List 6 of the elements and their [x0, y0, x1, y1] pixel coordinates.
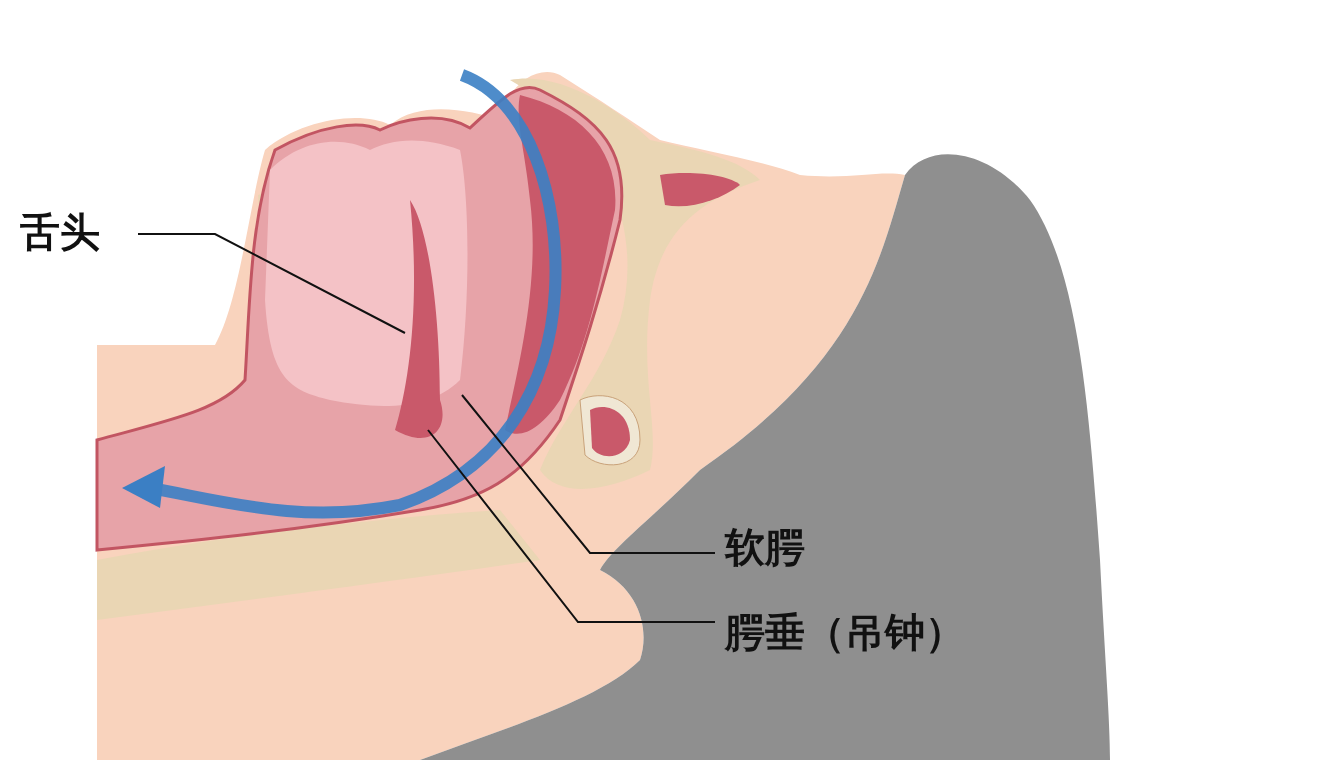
leader-line — [427, 429, 716, 623]
part-label: 舌头 — [20, 210, 100, 254]
leader-line — [137, 233, 406, 334]
part-label: 腭垂（吊钟） — [725, 610, 965, 654]
leader-line — [461, 394, 716, 554]
part-label: 软腭 — [725, 525, 805, 569]
